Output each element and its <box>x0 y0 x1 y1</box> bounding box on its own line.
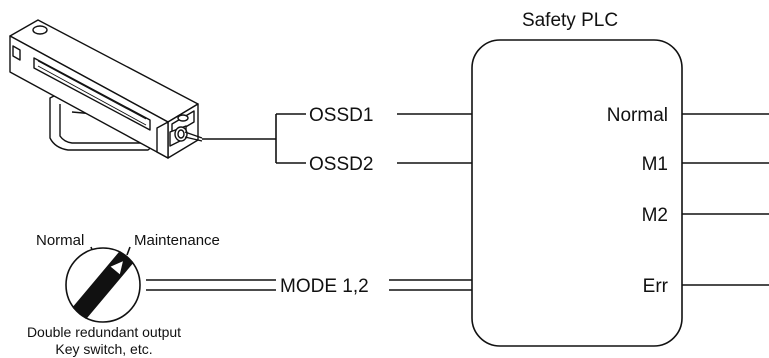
ossd2-label: OSSD2 <box>309 154 373 175</box>
plc-box <box>471 39 683 347</box>
key-switch-maintenance-label: Maintenance <box>134 232 220 249</box>
plc-output-err-label: Err <box>643 276 669 297</box>
key-switch: Normal Maintenance Double redundant outp… <box>27 232 220 357</box>
ossd1-label: OSSD1 <box>309 105 373 126</box>
sensor-cable <box>202 113 306 164</box>
mode-label: MODE 1,2 <box>280 276 369 297</box>
key-switch-caption-line1: Double redundant output <box>27 324 181 340</box>
key-switch-caption-line2: Key switch, etc. <box>55 341 152 357</box>
plc-output-normal-label: Normal <box>607 105 668 126</box>
plc-title: Safety PLC <box>522 10 618 31</box>
key-switch-knob-icon <box>72 251 134 319</box>
key-switch-normal-label: Normal <box>36 232 84 249</box>
plc-output-m2-label: M2 <box>642 205 668 226</box>
safety-sensor-icon <box>9 19 203 159</box>
plc-output-m1-label: M1 <box>642 154 668 175</box>
